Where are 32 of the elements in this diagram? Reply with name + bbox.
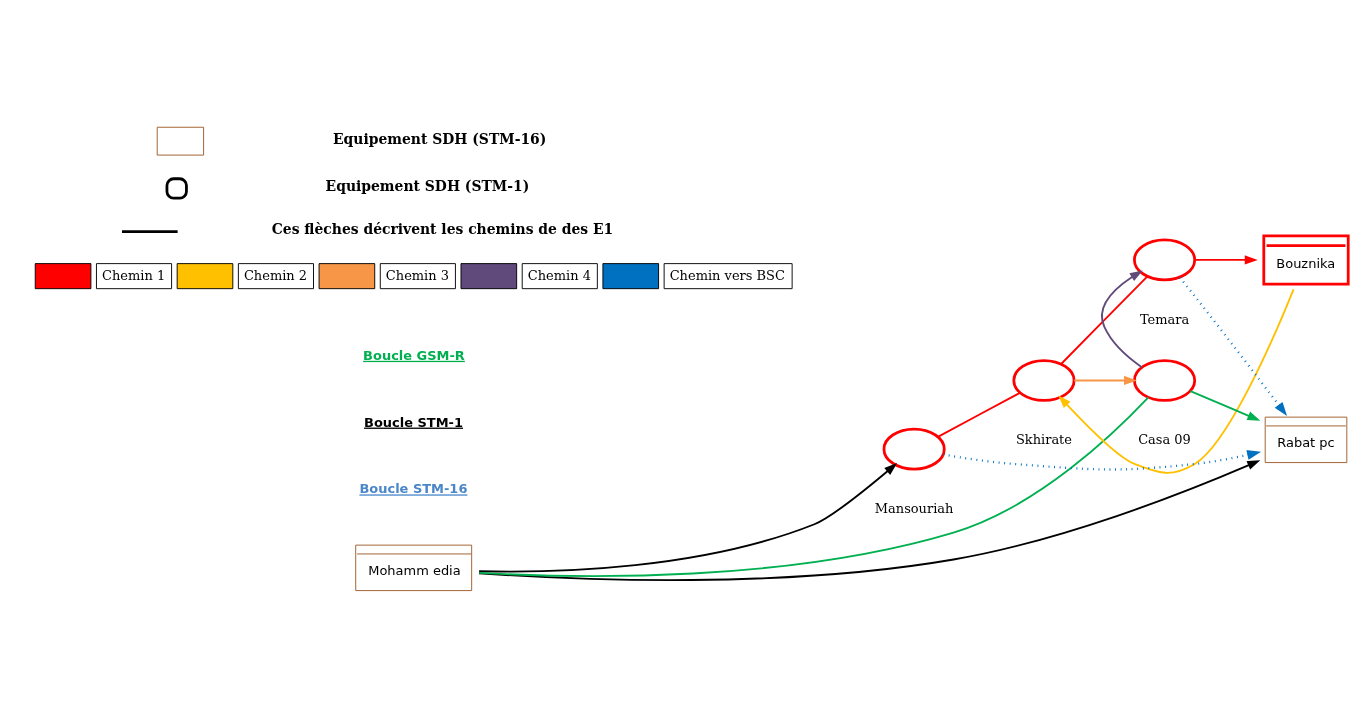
- legend-label: Equipement SDH (STM-16): [332, 129, 547, 146]
- arrow: [478, 462, 898, 572]
- label: Boucle STM-16: [359, 480, 468, 496]
- node-label: Skhirate: [1015, 431, 1072, 447]
- arrow: [478, 459, 1261, 581]
- legend-label: Chemin 1: [102, 267, 166, 283]
- node-label: Casa 09: [1138, 431, 1191, 447]
- legend-label: Chemin 3: [385, 267, 449, 283]
- legend-label: Chemin 4: [527, 267, 591, 283]
- label: Boucle GSM-R: [363, 347, 465, 363]
- legend-label: Equipement SDH (STM-1): [325, 177, 530, 194]
- connector: [1060, 275, 1149, 365]
- node-box: Bouznika: [1262, 233, 1350, 285]
- node-label: Temara: [1139, 311, 1190, 327]
- arrow: [1189, 389, 1261, 421]
- arrow: [943, 449, 1262, 471]
- legend-label: Ces flèches décrivent les chemins de des E1: [271, 220, 614, 237]
- arrow: [1073, 375, 1137, 385]
- arrow: [1178, 276, 1288, 416]
- arrow: [1193, 254, 1258, 264]
- connector: [478, 396, 1150, 577]
- node-circle: [1012, 358, 1076, 402]
- node-circle: [882, 427, 946, 470]
- node-label: Mansouriah: [874, 500, 954, 516]
- legend-label: Chemin 2: [243, 267, 308, 283]
- connector: [937, 391, 1021, 438]
- label: Boucle STM-1: [364, 414, 464, 430]
- arrow: [1101, 269, 1143, 368]
- arrow: [1058, 287, 1295, 474]
- node-circle: [1133, 238, 1197, 281]
- node-circle: [1133, 358, 1197, 402]
- legend-label: Chemin vers BSC: [669, 267, 785, 283]
